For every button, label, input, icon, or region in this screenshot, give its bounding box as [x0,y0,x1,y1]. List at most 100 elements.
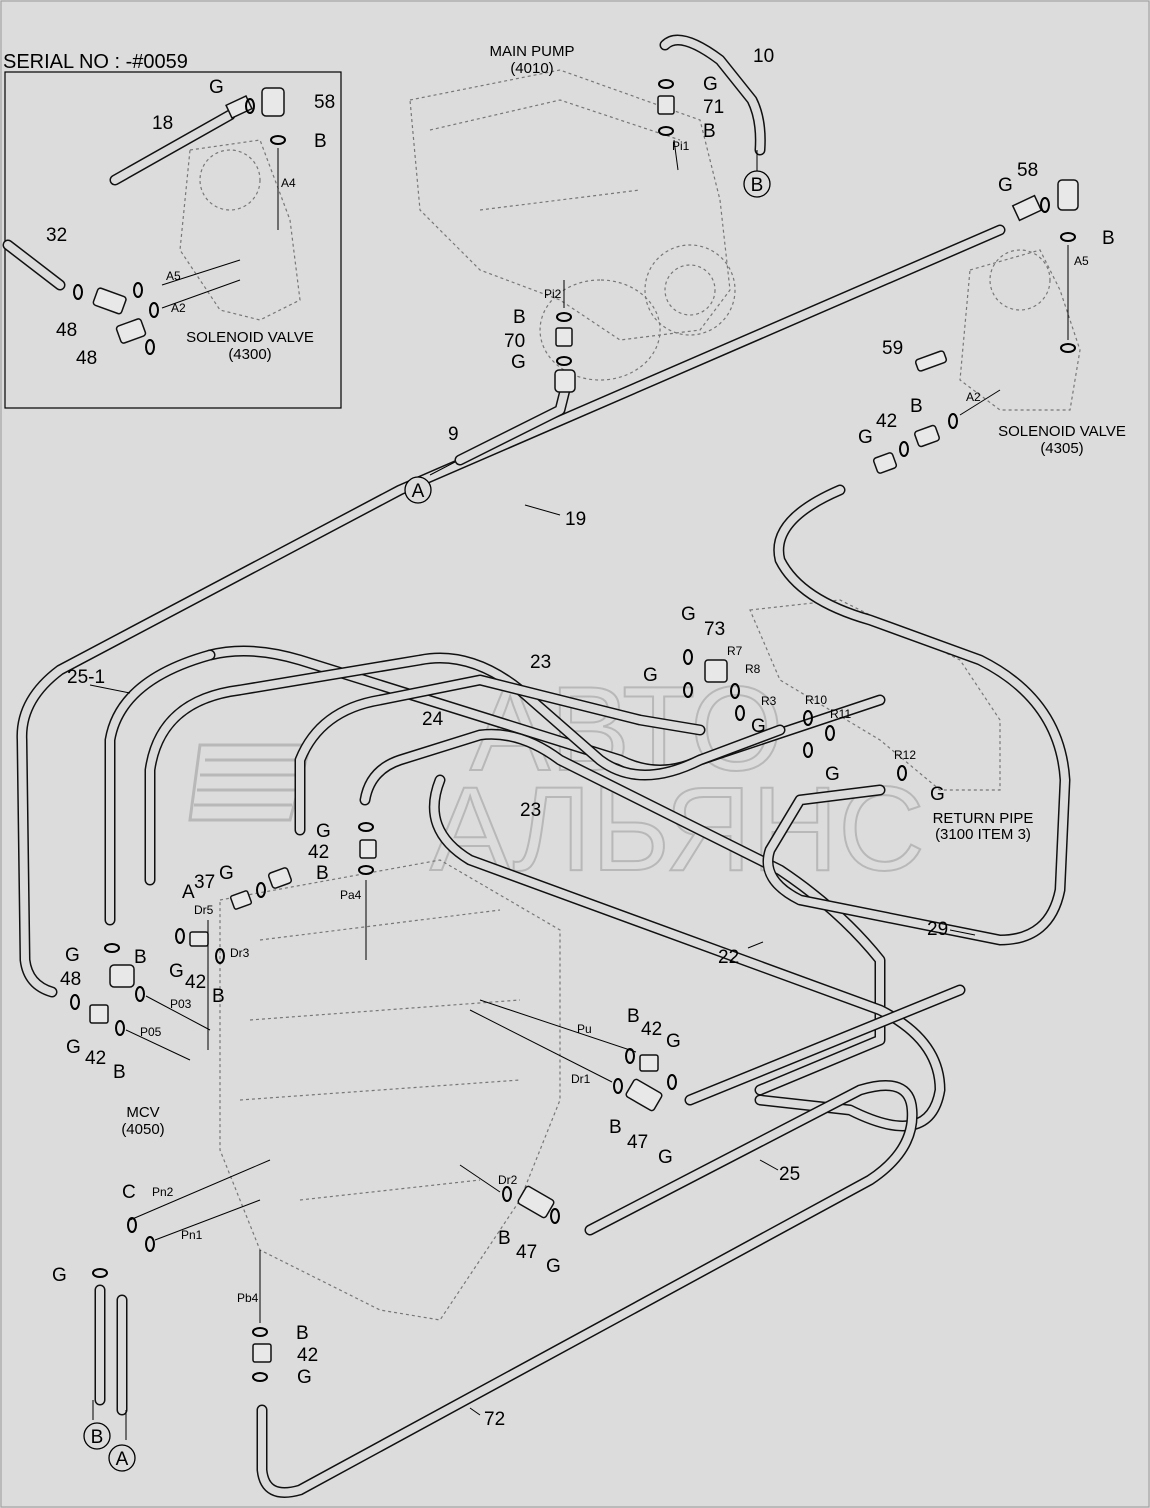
return-pipe-outline [749,599,1001,791]
callout-label: B [703,121,716,142]
mcv-outline [219,859,561,1321]
callout-label: G [998,175,1013,196]
callout-label: R11 [830,707,851,721]
callout-label: B [212,986,225,1007]
callout-label: A2 [171,301,186,315]
callout-label: G [643,665,658,686]
callout-label: 42 [85,1048,106,1069]
ref-markers: B A B A [83,170,771,1472]
callout-label: B [134,947,147,968]
callout-label: 47 [627,1132,648,1153]
callout-label: R10 [805,693,827,707]
callout-label: G [858,427,873,448]
callout-label: 58 [1017,160,1038,181]
callout-label: A5 [1074,254,1089,268]
callout-label: G [930,784,945,805]
callout-label: 23 [530,652,551,673]
callout-label: 72 [484,1409,505,1430]
callout-label: 24 [422,709,444,730]
callout-label: G [219,863,234,884]
callout-label: G [316,821,331,842]
callout-label: 70 [504,331,525,352]
callout-label: 42 [185,972,206,993]
callout-label: 22 [718,947,739,968]
ref-b-top: B [751,175,764,196]
callout-label: G [681,604,696,625]
ref-circle-a-bottom [108,1444,136,1472]
solenoid-valve-4305-outline [959,249,1081,411]
svg-text:SOLENOID VALVE: SOLENOID VALVE [186,329,314,346]
callout-label: G [297,1367,312,1388]
svg-text:(4010): (4010) [510,60,553,77]
callout-label: 9 [448,424,459,445]
hoses [2,34,1071,1498]
callout-label: Pu [577,1022,592,1036]
return-pipe-title: RETURN PIPE (3100 ITEM 3) [933,810,1034,843]
svg-text:(4305): (4305) [1040,440,1083,457]
callout-label: B [910,396,923,417]
ref-circle-a-mid [404,476,432,504]
callout-label: Dr5 [194,903,214,917]
svg-text:MAIN PUMP: MAIN PUMP [489,43,574,60]
solenoid-valve-4300-outline [179,139,301,321]
callout-label: Pn2 [152,1185,174,1199]
callout-label: A5 [166,269,181,283]
callout-label: 37 [194,872,215,893]
callout-label: 47 [516,1242,537,1263]
callout-label: Pi1 [672,139,690,153]
svg-text:SOLENOID VALVE: SOLENOID VALVE [998,423,1126,440]
ref-a-mid: A [412,481,425,502]
callout-label: Pi2 [544,287,562,301]
ref-circle-b-top [743,170,771,198]
callout-label: 59 [882,338,903,359]
callout-label: 48 [76,348,97,369]
callout-label: Pa4 [340,888,362,902]
mcv-title: MCV (4050) [121,1104,164,1138]
fittings [89,87,1079,1363]
callout-label: G [511,352,526,373]
callout-label: Dr2 [498,1173,518,1187]
callout-label: 71 [703,97,724,118]
main-pump-title: MAIN PUMP (4010) [489,43,574,77]
callout-label: B [113,1062,126,1083]
callout-label: R12 [894,748,916,762]
callout-label: 48 [60,969,81,990]
callout-label: R7 [727,644,743,658]
callout-label: G [666,1031,681,1052]
callout-label: G [546,1256,561,1277]
callout-label: B [609,1117,622,1138]
callout-label: 19 [565,509,586,530]
svg-text:MCV: MCV [126,1104,159,1121]
callout-label: P03 [170,997,192,1011]
o-rings [70,79,1076,1382]
ref-a-bottom: A [116,1449,129,1470]
callout-label: 32 [46,225,67,246]
callout-label: 25-1 [67,667,105,688]
callout-label: A4 [281,176,296,190]
callout-label: G [209,77,224,98]
callout-label: B [627,1006,640,1027]
callout-label: G [658,1147,673,1168]
callout-label: G [52,1265,67,1286]
callout-label: G [169,961,184,982]
callout-label: 42 [641,1019,662,1040]
callout-label: G [66,1037,81,1058]
callout-label: 29 [927,919,948,940]
callout-label: A [182,882,195,903]
callout-label: 58 [314,92,335,113]
callout-label: G [65,945,80,966]
callout-label: 48 [56,320,77,341]
callout-label: 18 [152,113,173,134]
callout-label: 10 [753,46,774,67]
leader-lines [89,139,1069,1440]
main-pump-outline [409,69,736,381]
callout-label: B [1102,228,1115,249]
callout-label: B [498,1228,511,1249]
svg-text:(3100 ITEM 3): (3100 ITEM 3) [935,826,1031,843]
callout-label: Pb4 [237,1291,259,1305]
ref-circle-b-bottom [83,1422,111,1450]
callout-label: A2 [966,390,981,404]
serial-label: SERIAL NO : -#0059 [3,51,188,73]
